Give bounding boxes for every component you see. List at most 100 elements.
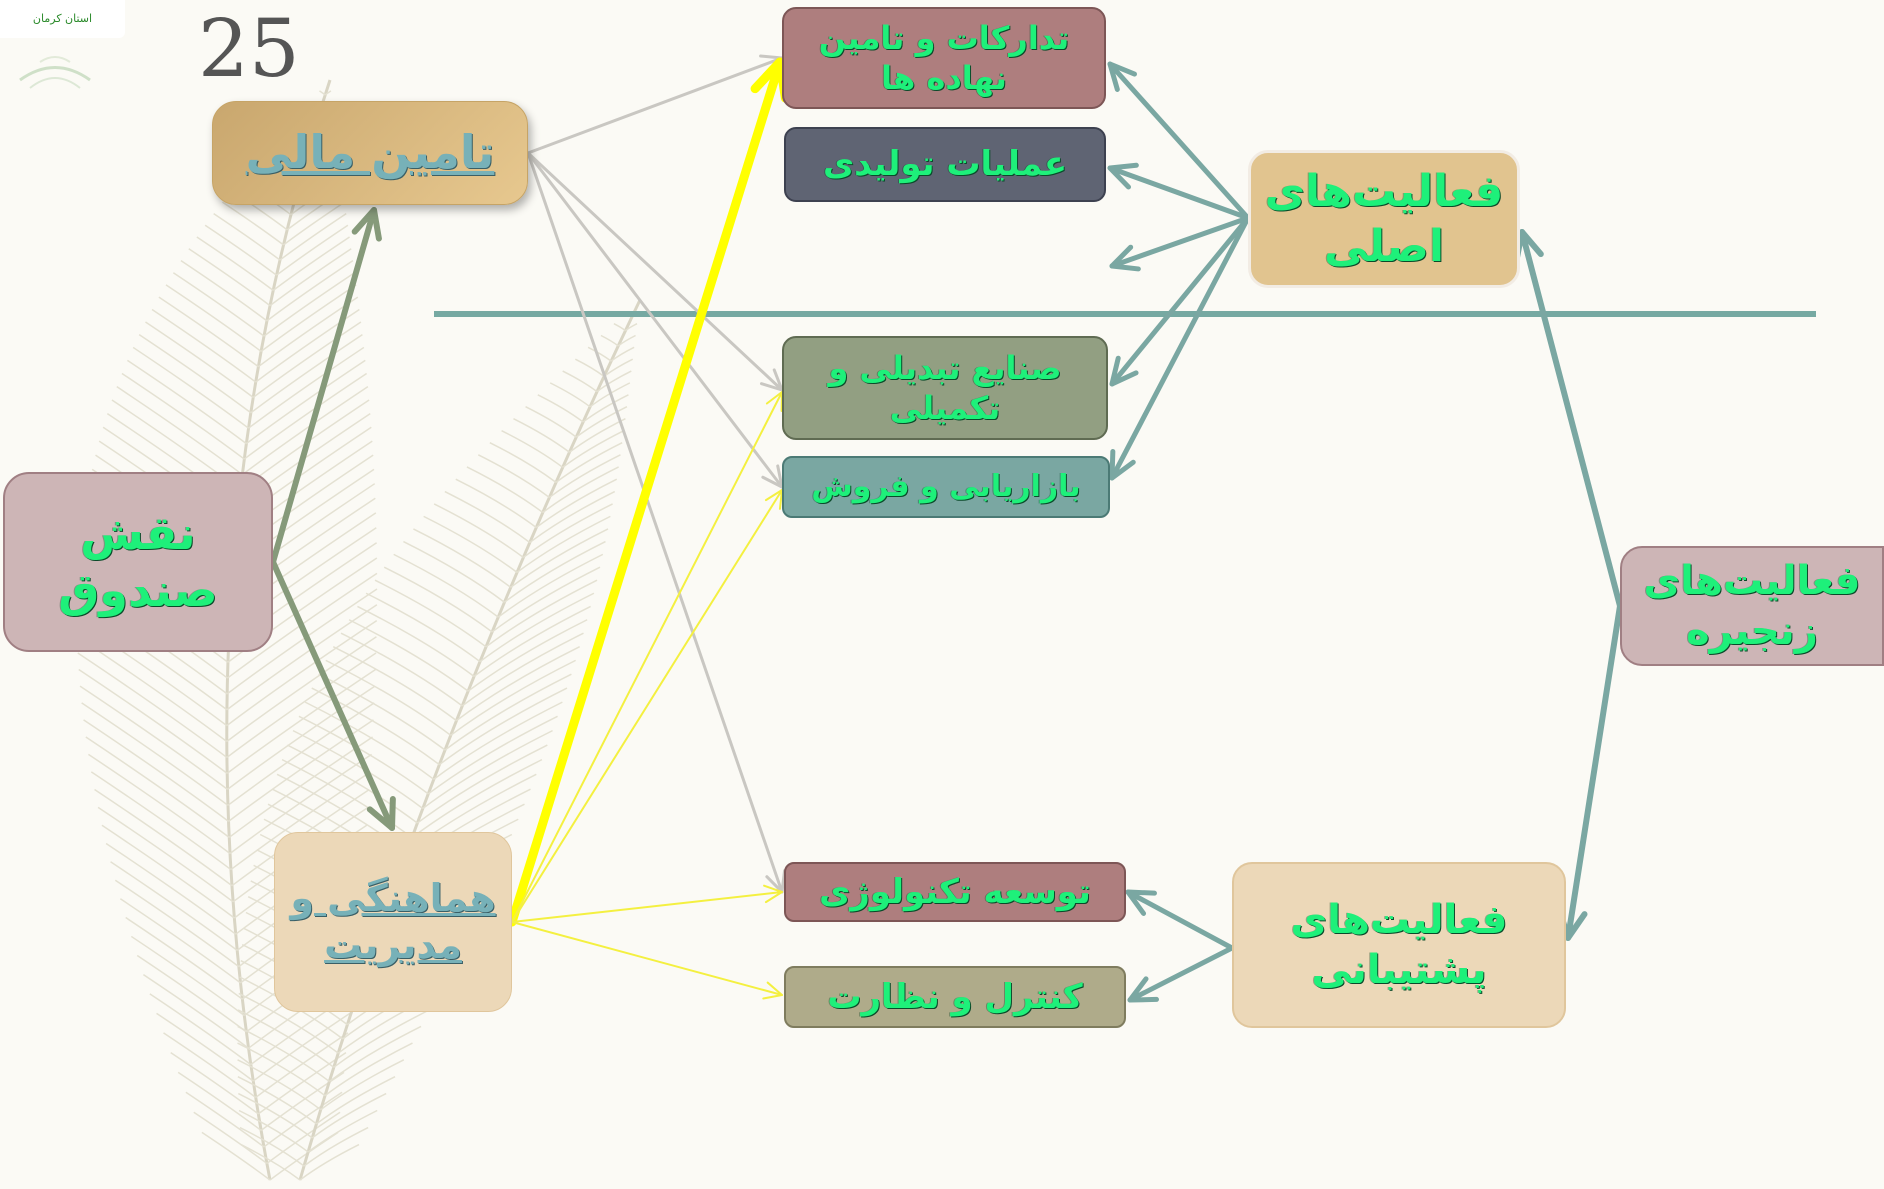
technology-label-line: توسعه تکنولوژی bbox=[819, 871, 1091, 912]
feather-barb bbox=[535, 478, 618, 529]
primary-to-marketing-arrow bbox=[1109, 215, 1251, 481]
feather-barb bbox=[243, 372, 368, 460]
feather-barb bbox=[228, 736, 373, 839]
fund-to-coordination-arrow bbox=[270, 559, 396, 831]
feather-barb bbox=[455, 478, 537, 529]
feather-barb bbox=[165, 284, 262, 352]
feather-barb bbox=[276, 224, 349, 276]
feather-barb bbox=[196, 236, 274, 292]
procurement-label-line: نهاده ها bbox=[881, 59, 1007, 97]
feather-barb bbox=[85, 736, 230, 839]
feather-barb bbox=[260, 1071, 345, 1131]
feather-barb bbox=[227, 572, 378, 679]
fund-role-label-line: صندوق bbox=[58, 563, 218, 617]
feather-barb bbox=[263, 272, 355, 337]
feather-barb bbox=[357, 605, 475, 677]
feather-barb bbox=[76, 636, 228, 743]
feather-barb bbox=[142, 974, 249, 1049]
feather-barb bbox=[226, 668, 376, 774]
feather-barb bbox=[266, 260, 354, 322]
feather-barb bbox=[444, 490, 531, 544]
feather-barb bbox=[227, 685, 376, 790]
feather-barb bbox=[325, 659, 452, 736]
feather-barb bbox=[188, 248, 271, 307]
arrow-layer bbox=[270, 54, 1623, 1003]
feather-barb bbox=[281, 758, 413, 839]
fund-role-label-line: نقش bbox=[80, 505, 196, 560]
feather-barb bbox=[304, 701, 435, 780]
feather-barb bbox=[266, 1111, 341, 1165]
feather-barb bbox=[279, 213, 347, 261]
support-label-line: پشتیبانی bbox=[1311, 947, 1487, 993]
feather-barb bbox=[455, 646, 580, 722]
chain-label-line: فعالیت‌های bbox=[1643, 558, 1861, 604]
feather-barb bbox=[555, 442, 623, 484]
feather-barb bbox=[229, 753, 372, 855]
feather-barb bbox=[340, 632, 463, 707]
feather-barb bbox=[156, 1012, 254, 1082]
feather-barb bbox=[121, 372, 245, 460]
feather-barb bbox=[204, 224, 277, 276]
feather-barb bbox=[83, 719, 229, 822]
feather-barb bbox=[248, 346, 365, 429]
feather-barb bbox=[252, 1012, 351, 1082]
feather-barb bbox=[319, 90, 326, 96]
chain-to-support-arrow bbox=[1556, 603, 1623, 941]
feather-barb bbox=[575, 358, 605, 377]
primary-to-procurement-arrow bbox=[1107, 61, 1251, 221]
feather-barb bbox=[299, 1143, 360, 1181]
feather-barb bbox=[245, 359, 366, 445]
feather-barb bbox=[582, 394, 629, 423]
production-node: عملیات تولیدی bbox=[784, 127, 1106, 202]
feather-barb bbox=[145, 321, 254, 399]
feather-barb bbox=[461, 632, 584, 707]
feather-barb bbox=[562, 370, 598, 393]
feather-barb bbox=[383, 566, 493, 633]
feather-barb bbox=[333, 1009, 430, 1068]
feather-barb bbox=[97, 806, 234, 903]
coordination-to-marketing-arrow bbox=[511, 489, 783, 923]
chain-label-line: زنجیره bbox=[1686, 608, 1818, 654]
feather-barb bbox=[226, 588, 378, 695]
feather-barb bbox=[516, 515, 611, 574]
feather-barb bbox=[149, 993, 252, 1066]
feather-barb bbox=[257, 296, 359, 368]
feather-barb bbox=[126, 359, 247, 445]
feather-barb bbox=[503, 540, 606, 603]
feather-barb bbox=[287, 744, 418, 824]
feather-barb bbox=[226, 652, 377, 759]
feather-barb bbox=[237, 1025, 330, 1083]
feather-barb bbox=[226, 620, 378, 727]
technology-node: توسعه تکنولوژی bbox=[784, 862, 1126, 922]
feather-barb bbox=[575, 406, 628, 438]
feather-barb bbox=[130, 935, 245, 1017]
feather-barb bbox=[193, 1111, 268, 1165]
feather-barb bbox=[477, 454, 550, 499]
feather-barb bbox=[438, 687, 568, 766]
feather-barb bbox=[307, 1109, 378, 1153]
feather-barb bbox=[473, 605, 591, 677]
feather-barb bbox=[110, 861, 238, 952]
org-logo: استان کرمان bbox=[0, 0, 125, 38]
coordination-to-technology-arrow bbox=[511, 884, 783, 923]
feather-barb bbox=[311, 687, 440, 766]
feather-barb bbox=[172, 272, 265, 337]
feather-barb bbox=[237, 1009, 335, 1068]
feather-barb bbox=[365, 592, 481, 663]
feather-barb bbox=[596, 370, 632, 393]
processing-label-line: صنایع تبدیلی و bbox=[828, 349, 1062, 387]
feather-barb bbox=[315, 1075, 396, 1125]
feather-barb bbox=[374, 579, 487, 648]
finance-to-technology-arrow bbox=[526, 151, 787, 894]
feather-barb bbox=[180, 260, 268, 322]
feather-barb bbox=[603, 358, 634, 377]
feather-barb bbox=[119, 898, 241, 984]
feather-barb bbox=[348, 619, 469, 692]
finance-to-procurement-arrow bbox=[526, 54, 784, 155]
feather-barb bbox=[613, 323, 626, 332]
fund-to-finance-arrow bbox=[270, 207, 382, 565]
coordination-to-control-arrow bbox=[511, 921, 783, 1000]
